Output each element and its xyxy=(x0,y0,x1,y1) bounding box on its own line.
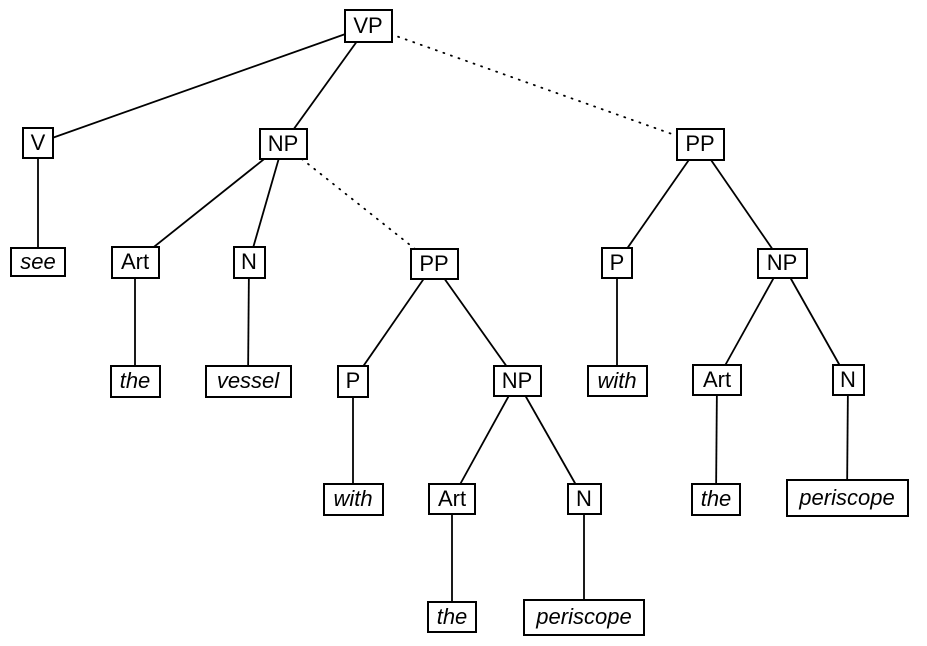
tree-node-with1: with xyxy=(322,482,384,516)
tree-node-label: with xyxy=(597,368,637,393)
tree-node-label: PP xyxy=(685,131,715,156)
tree-node-art3: Art xyxy=(428,483,476,515)
tree-node-art1: Art xyxy=(110,245,160,279)
tree-edge-pp2-np3 xyxy=(699,143,783,264)
tree-node-label: N xyxy=(241,249,257,274)
tree-edge-art2-the2 xyxy=(715,379,718,500)
tree-node-label: P xyxy=(345,368,361,393)
tree-node-pp1: PP xyxy=(409,248,459,280)
tree-node-label: with xyxy=(333,486,373,511)
tree-node-p1: P xyxy=(337,364,369,398)
tree-node-label: see xyxy=(20,249,56,274)
tree-node-n2: N xyxy=(831,364,865,396)
tree-node-the1: the xyxy=(109,364,161,398)
tree-edge-pp1-np2 xyxy=(433,263,518,382)
tree-edge-n2-periscope2 xyxy=(846,379,849,499)
tree-node-the3: the xyxy=(427,601,477,633)
tree-edge-np1-n1 xyxy=(248,143,284,263)
tree-node-v: V xyxy=(22,127,54,159)
tree-node-label: Art xyxy=(437,486,467,511)
tree-node-np3: NP xyxy=(756,247,808,279)
tree-edge-vp-pp2 xyxy=(367,25,701,145)
tree-node-vessel: vessel xyxy=(204,364,292,398)
tree-node-pp2: PP xyxy=(675,127,725,161)
tree-edge-pp2-p2 xyxy=(616,143,701,264)
tree-node-periscope1: periscope xyxy=(523,598,645,636)
tree-edge-n1-vessel xyxy=(247,261,250,382)
tree-edge-vp-v xyxy=(37,25,369,144)
tree-node-label: the xyxy=(436,604,468,629)
tree-node-label: vessel xyxy=(216,368,280,393)
tree-edge-np3-n2 xyxy=(781,262,849,381)
tree-node-label: Art xyxy=(120,249,150,274)
tree-node-label: N xyxy=(576,486,592,511)
tree-node-label: P xyxy=(609,250,625,275)
tree-node-see: see xyxy=(10,247,66,277)
tree-node-label: periscope xyxy=(536,604,632,629)
tree-edge-np2-art3 xyxy=(451,380,518,500)
tree-node-np1: NP xyxy=(258,128,308,160)
tree-node-n3: N xyxy=(566,483,602,515)
tree-node-label: periscope xyxy=(799,485,895,510)
tree-node-label: PP xyxy=(419,251,449,276)
tree-node-the2: the xyxy=(691,482,741,516)
tree-edge-np1-pp1 xyxy=(282,143,435,265)
tree-node-label: NP xyxy=(766,250,798,275)
tree-node-periscope2: periscope xyxy=(785,479,909,517)
tree-node-label: the xyxy=(700,486,732,511)
tree-node-np2: NP xyxy=(492,365,542,397)
tree-edge-pp1-p1 xyxy=(352,263,435,382)
tree-node-label: Art xyxy=(702,367,732,392)
tree-node-label: NP xyxy=(267,131,299,156)
tree-edge-np1-art1 xyxy=(134,143,284,263)
tree-node-label: N xyxy=(840,367,856,392)
tree-node-with2: with xyxy=(586,365,648,397)
tree-node-art2: Art xyxy=(692,364,742,396)
tree-node-label: NP xyxy=(501,368,533,393)
tree-edge-np2-n3 xyxy=(516,380,585,500)
tree-node-vp: VP xyxy=(343,9,393,43)
tree-node-label: V xyxy=(30,130,46,155)
tree-edge-vp-np1 xyxy=(282,25,369,145)
tree-node-label: the xyxy=(119,368,151,393)
tree-node-p2: P xyxy=(601,247,633,279)
tree-node-n1: N xyxy=(232,245,266,279)
tree-node-label: VP xyxy=(353,13,383,38)
tree-edge-np3-art2 xyxy=(716,262,783,381)
